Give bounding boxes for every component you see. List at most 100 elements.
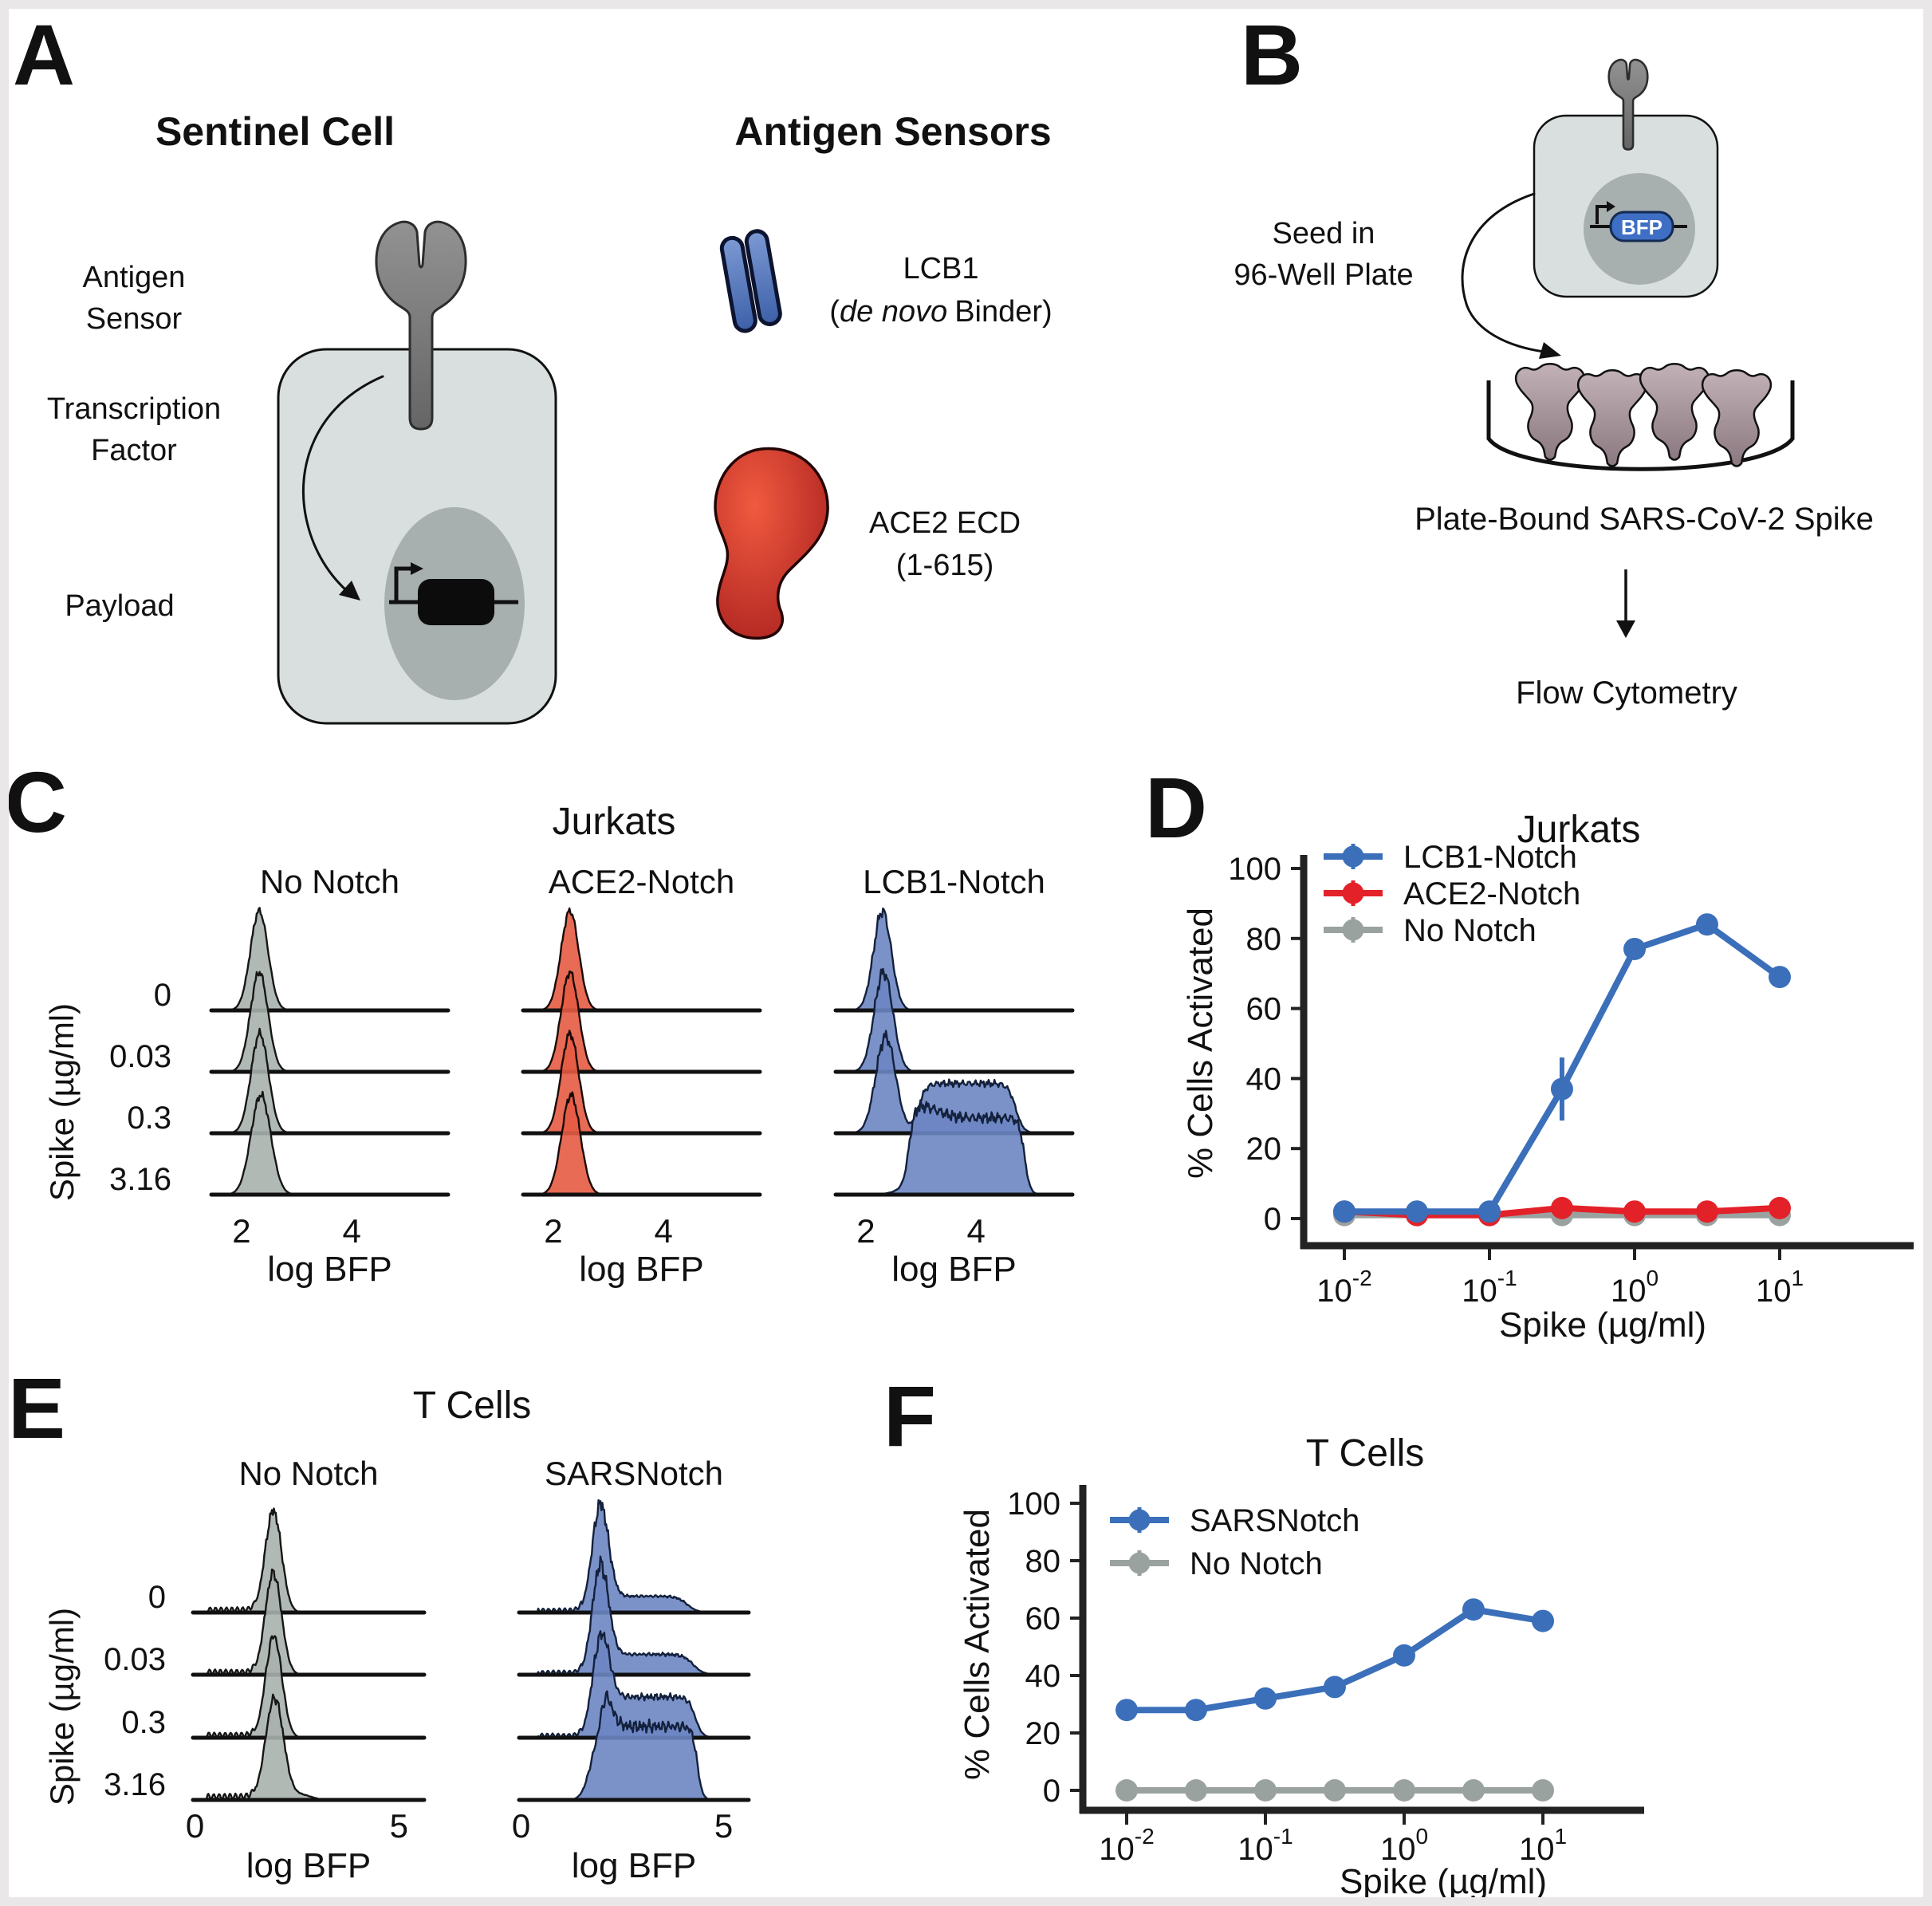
spike-protein-icon [1514,363,1586,461]
panel-letter: D [1145,759,1207,856]
data-point [1769,966,1791,989]
row-label: 0.03 [104,1642,166,1677]
flow-arrowhead [1616,620,1635,638]
lcb1-subtitle-pre: ( [829,295,840,329]
y-tick-label: 40 [1246,1061,1282,1097]
row-label: 0 [154,978,171,1013]
spike-protein-icon [1701,369,1773,467]
panel-a: A Sentinel Cell Antigen Sensors Antigen … [13,6,1053,725]
x-tick-label: 2 [232,1212,250,1250]
row-label: 0 [148,1580,166,1615]
legend-label: LCB1-Notch [1403,840,1577,875]
data-point [1695,1200,1718,1223]
panel-letter: C [5,754,67,850]
histogram-sarsnotch-row-0.03 [517,1555,750,1676]
data-point [1323,1779,1346,1802]
y-tick-label: 80 [1246,922,1282,957]
histogram-ace2-notch-row-0 [521,907,761,1012]
legend-label: ACE2-Notch [1403,876,1580,912]
data-point [1116,1779,1138,1802]
payload-label: Payload [65,589,174,623]
y-tick-label: 100 [1007,1487,1060,1522]
x-axis-label: Spike (µg/ml) [1340,1862,1547,1901]
transcription-factor-label-line2: Factor [91,434,177,467]
antigen-sensor-label-line1: Antigen [83,261,186,294]
96-well-icon [1486,380,1795,471]
data-point [1478,1200,1501,1223]
row-label: 3.16 [104,1767,166,1802]
y-axis-label: % Cells Activated [1181,908,1220,1179]
x-axis-label: log BFP [572,1846,697,1885]
x-tick-label: 4 [966,1212,985,1250]
y-tick-label: 20 [1025,1716,1061,1751]
x-tick-label: 100 [1611,1266,1659,1309]
legend-marker [1128,1552,1151,1574]
sentinel-cell-title: Sentinel Cell [155,109,395,154]
ace2-subtitle: (1-615) [896,549,994,582]
column-title: No Notch [260,863,399,900]
lcb1-rod-right [744,229,782,326]
column-title: ACE2-Notch [549,863,734,900]
x-axis-label: log BFP [579,1250,704,1289]
y-tick-label: 80 [1025,1544,1061,1579]
data-point [1462,1779,1485,1802]
x-tick-label: 2 [856,1212,875,1250]
column-title: LCB1-Notch [863,863,1045,900]
data-point [1393,1644,1415,1667]
panel-letter: F [883,1368,936,1464]
histogram-no-notch-row-3.16 [191,1693,426,1802]
data-point [1254,1779,1277,1802]
panel-b: B Seed in 96-Well Plate BFP Plate-Bound … [1234,6,1874,711]
legend-marker [1128,1509,1151,1531]
y-axis-label: % Cells Activated [958,1509,997,1780]
lcb1-subtitle-post: Binder) [954,295,1053,329]
panel-letter: E [8,1360,65,1456]
histogram-no-notch-row-0.03 [191,1568,426,1676]
lcb1-name: LCB1 [903,252,978,286]
histogram-no-notch-row-0.3 [191,1635,426,1739]
data-point [1623,1200,1646,1223]
x-tick-label: 10-1 [1462,1266,1517,1309]
data-point [1623,937,1646,960]
chart-title: T Cells [413,1384,531,1427]
y-tick-label: 60 [1025,1601,1061,1636]
data-point [1184,1779,1207,1802]
signal-arrow [301,375,384,592]
antigen-sensor-label-line2: Sensor [86,302,183,336]
data-point [1393,1779,1415,1802]
x-axis-label: log BFP [267,1250,392,1289]
promoter-arrow-icon [394,566,411,601]
histogram-sarsnotch-row-0 [517,1498,750,1614]
bfp-label: BFP [1621,215,1662,239]
chart-title: Jurkats [553,801,676,843]
legend-label: No Notch [1190,1546,1323,1581]
x-axis-label: log BFP [246,1846,372,1885]
seed-arrow [1461,192,1545,353]
y-tick-label: 60 [1246,992,1282,1027]
legend-label: SARSNotch [1190,1503,1359,1538]
x-axis-label: Spike (µg/ml) [1499,1305,1706,1345]
ace2-name: ACE2 ECD [869,506,1021,540]
spike-protein-icon [1639,363,1710,461]
y-tick-label: 0 [1264,1202,1281,1237]
legend-marker [1342,919,1364,941]
row-label: 0.3 [121,1705,166,1740]
promoter-arrowhead-small [1607,201,1615,212]
histogram-no-notch-row-0 [191,1507,426,1614]
lcb1-subtitle-italic: de novo [840,295,947,329]
data-point [1550,1196,1573,1219]
data-point [1323,1676,1346,1699]
data-point [1184,1699,1207,1722]
data-point [1116,1699,1138,1722]
data-point [1532,1609,1554,1632]
legend-marker [1342,882,1364,904]
chart-title: T Cells [1306,1432,1424,1475]
chart-title: Jurkats [1517,809,1641,851]
histogram-lcb1-notch-row-0 [834,907,1074,1012]
bfp-gene-icon [1609,211,1674,242]
seed-caption-line2: 96-Well Plate [1234,258,1413,292]
